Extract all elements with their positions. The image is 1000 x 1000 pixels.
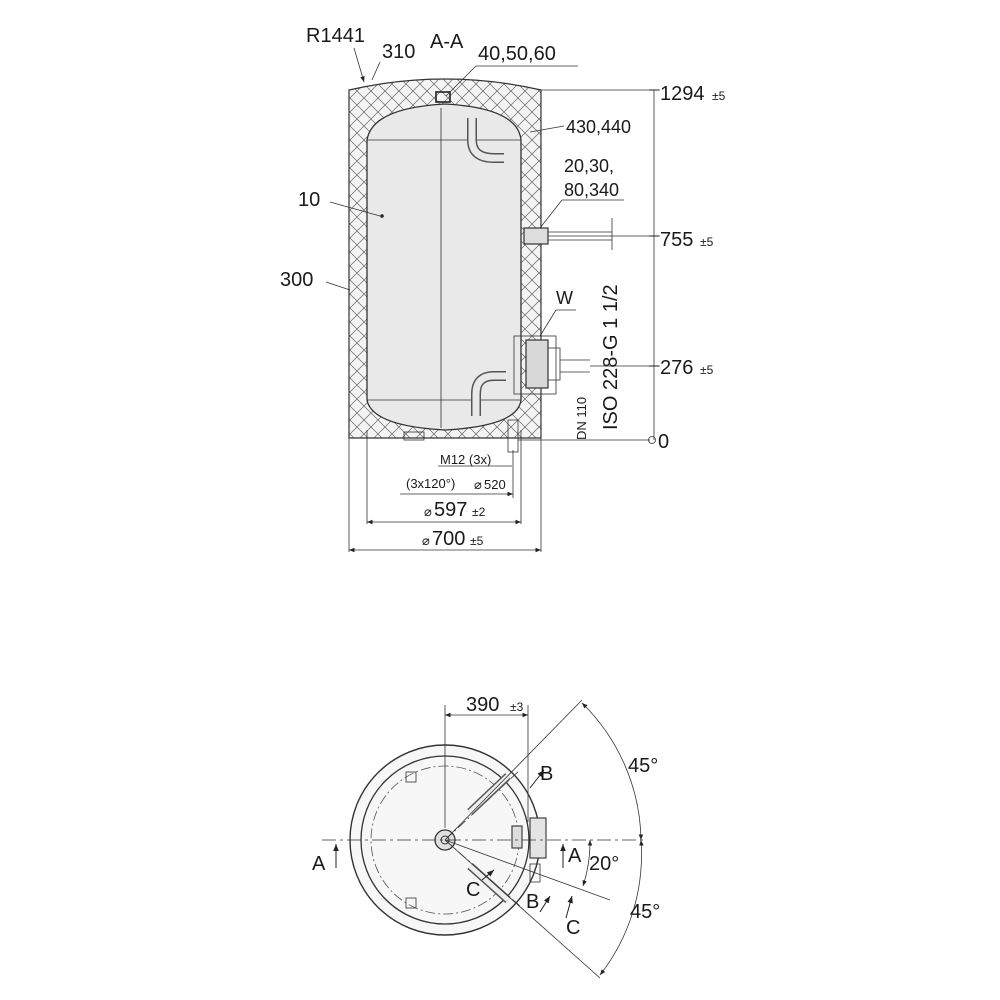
callout-20-30: 20,30, [564, 156, 614, 176]
angle-45-lower: 45° [630, 901, 660, 923]
callout-iso-thread: ISO 228-G 1 1/2 [600, 284, 622, 430]
dim-390: 390 [466, 694, 499, 716]
height-1294: 1294 [660, 83, 705, 105]
inner-tank [366, 103, 522, 431]
callout-80-340: 80,340 [564, 180, 619, 200]
flange [525, 339, 549, 389]
flange-w-box [513, 335, 557, 395]
foot-mark-top [405, 771, 417, 783]
section-mark-c-right: C [566, 917, 580, 939]
section-mark-a-right: A [568, 845, 582, 867]
height-dimensions: 1294 ±5 755 ±5 276 ±5 0 [518, 83, 726, 453]
height-276: 276 [660, 357, 693, 379]
height-755: 755 [660, 229, 693, 251]
callout-10: 10 [298, 189, 320, 211]
section-mark-b-upper: B [540, 763, 553, 785]
callout-300: 300 [280, 269, 313, 291]
callout-w: W [556, 288, 573, 308]
top-outlet [435, 91, 451, 103]
side-nozzle-plan [529, 817, 547, 859]
dim-700: 700 [432, 528, 465, 550]
foot [403, 431, 425, 441]
height-0: 0 [658, 431, 669, 453]
angle-45-upper: 45° [628, 755, 658, 777]
section-label: A-A [430, 31, 464, 53]
svg-text:±2: ±2 [472, 505, 486, 519]
section-labels: R1441 310 A-A 40,50,60 430,440 20,30, 80… [280, 25, 631, 440]
side-nozzle [523, 227, 549, 245]
svg-text:±5: ±5 [700, 235, 714, 249]
callout-dn110: DN 110 [574, 397, 589, 440]
svg-text:⌀: ⌀ [422, 533, 430, 548]
flange-plan [511, 825, 523, 849]
svg-text:⌀: ⌀ [424, 504, 432, 519]
dim-520: 520 [484, 477, 506, 492]
svg-text:±3: ±3 [510, 700, 524, 714]
angle-arc-20 [582, 839, 593, 887]
svg-text:±5: ±5 [700, 363, 714, 377]
section-mark-c-left: C [466, 879, 480, 901]
top-view: 390 ±3 45° 45° 20° A A B B C C [312, 694, 660, 979]
angle-20: 20° [589, 853, 619, 875]
dim-597: 597 [434, 499, 467, 521]
dim-m12: M12 (3x) [440, 452, 491, 467]
callout-40-50-60: 40,50,60 [478, 43, 556, 65]
section-mark-a-left: A [312, 853, 326, 875]
svg-text:±5: ±5 [712, 89, 726, 103]
angle-arc-upper [581, 702, 644, 841]
angle-arc-lower [599, 839, 644, 976]
callout-310: 310 [382, 41, 415, 63]
section-view [348, 78, 622, 453]
svg-text:⌀: ⌀ [474, 477, 482, 492]
bottom-dimensions: M12 (3x) (3x120°) ⌀ 520 ⌀ 597 ±2 ⌀ 700 ±… [348, 430, 542, 553]
section-mark-b-lower: B [526, 891, 539, 913]
callout-r1441: R1441 [306, 25, 365, 47]
foot-mark-bottom [405, 897, 417, 909]
callout-430-440: 430,440 [566, 117, 631, 137]
svg-text:±5: ±5 [470, 534, 484, 548]
dim-bolt-circle: (3x120°) [406, 476, 455, 491]
